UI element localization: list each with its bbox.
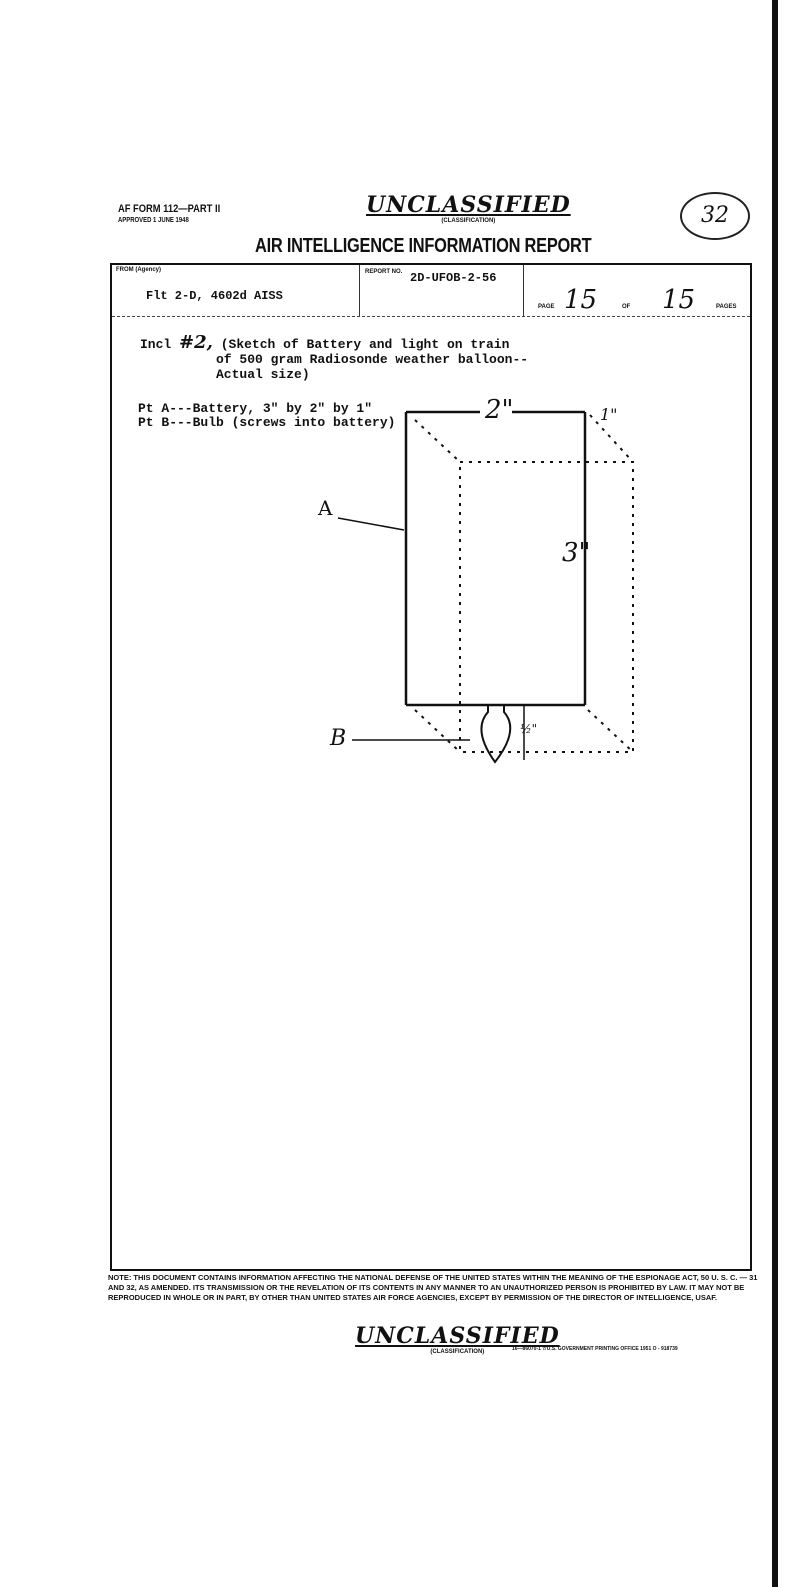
incl-line: (Sketch of Battery and light on train — [220, 337, 510, 352]
label-a: A — [318, 496, 333, 520]
dim-bulb: ½" — [520, 722, 538, 736]
dim-depth: 1" — [600, 405, 618, 424]
from-value: Flt 2-D, 4602d AISS — [146, 289, 283, 303]
battery-front — [404, 410, 587, 707]
classification-text: UNCLASSIFIED — [366, 192, 571, 218]
form-id: AF FORM 112—PART II APPROVED 1 JUNE 1948 — [118, 204, 220, 226]
part-b: Pt B---Bulb (screws into battery) — [138, 415, 396, 430]
classification-bottom: UNCLASSIFIED (CLASSIFICATION) — [355, 1323, 560, 1355]
part-a: Pt A---Battery, 3" by 2" by 1" — [138, 401, 373, 416]
inclosure-text: Incl #2, (Sketch of Battery and light on… — [140, 332, 529, 383]
report-form-box: FROM (Agency) Flt 2-D, 4602d AISS REPORT… — [110, 263, 752, 1271]
classification-top: UNCLASSIFIED (CLASSIFICATION) — [366, 192, 571, 224]
of-value: 15 — [662, 285, 696, 315]
dim-width: 2" — [485, 395, 514, 425]
scan-edge-bar — [772, 0, 778, 1587]
security-note: NOTE: THIS DOCUMENT CONTAINS INFORMATION… — [108, 1273, 758, 1302]
report-no-label: REPORT NO. — [365, 269, 403, 275]
parts-list: Pt A---Battery, 3" by 2" by 1" Pt B---Bu… — [138, 402, 395, 430]
incl-line: Actual size) — [216, 367, 310, 382]
form-number: AF FORM 112—PART II — [118, 203, 221, 215]
classification-caption: (CLASSIFICATION) — [441, 218, 496, 224]
report-no-value: 2D-UFOB-2-56 — [410, 271, 497, 285]
printer-imprint: 16—86070-1 ☆U.S. GOVERNMENT PRINTING OFF… — [512, 1346, 678, 1352]
page-label: PAGE — [538, 304, 555, 310]
incl-prefix: Incl — [140, 337, 172, 352]
bulb — [480, 705, 512, 764]
incl-number: #2, — [179, 332, 213, 353]
of-label: OF — [622, 304, 631, 310]
battery-back-dotted — [414, 414, 634, 753]
pages-label: PAGES — [716, 304, 737, 310]
page-value: 15 — [564, 285, 598, 315]
label-b: B — [330, 726, 347, 751]
incl-line: of 500 gram Radiosonde weather balloon-- — [216, 352, 529, 367]
dim-height: 3" — [562, 538, 591, 568]
classification-caption: (CLASSIFICATION) — [430, 1349, 485, 1355]
page-mark-circled: 32 — [680, 192, 750, 240]
classification-text: UNCLASSIFIED — [355, 1323, 560, 1349]
from-label: FROM (Agency) — [116, 267, 161, 273]
leader-a — [337, 517, 405, 531]
report-title: AIR INTELLIGENCE INFORMATION REPORT — [255, 235, 592, 257]
form-approved: APPROVED 1 JUNE 1948 — [118, 217, 189, 224]
